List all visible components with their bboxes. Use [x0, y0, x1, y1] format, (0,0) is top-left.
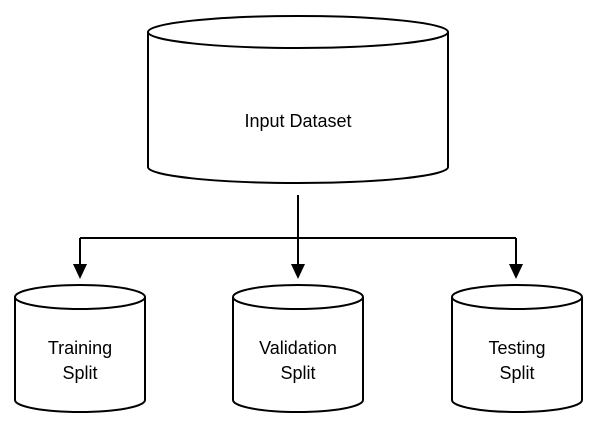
testing-split-label-line2: Split — [499, 363, 534, 383]
training-split-cylinder-top — [14, 284, 146, 310]
arrowhead-validation — [291, 264, 305, 279]
input-dataset-node: Input Dataset — [147, 15, 449, 184]
arrowhead-testing — [509, 264, 523, 279]
training-split-label-line1: Training — [48, 338, 112, 358]
training-split-node: Training Split — [14, 284, 146, 413]
testing-split-cylinder-top — [451, 284, 583, 310]
input-dataset-cylinder-top — [147, 15, 449, 49]
arrowhead-training — [73, 264, 87, 279]
training-split-label-line2: Split — [62, 363, 97, 383]
testing-split-cylinder-body — [451, 297, 583, 413]
testing-split-node: Testing Split — [451, 284, 583, 413]
testing-split-label-line1: Testing — [488, 338, 545, 358]
input-dataset-label: Input Dataset — [244, 111, 351, 131]
validation-split-node: Validation Split — [232, 284, 364, 413]
input-dataset-cylinder-body — [147, 32, 449, 184]
validation-split-label-line2: Split — [280, 363, 315, 383]
validation-split-cylinder-top — [232, 284, 364, 310]
validation-split-cylinder-body — [232, 297, 364, 413]
connectors — [73, 195, 523, 279]
training-split-cylinder-body — [14, 297, 146, 413]
validation-split-label-line1: Validation — [259, 338, 337, 358]
